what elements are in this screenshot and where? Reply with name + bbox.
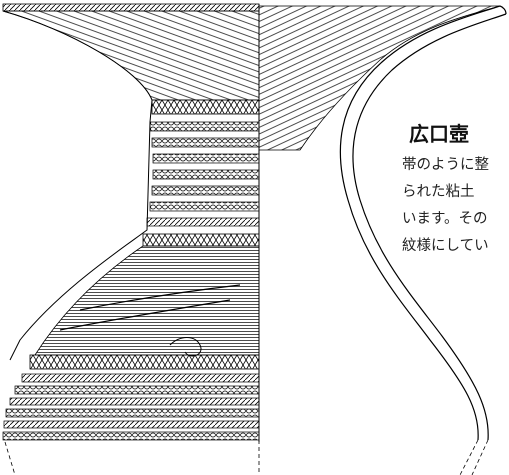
neck-bead-bands	[146, 121, 260, 227]
profile-inner	[352, 13, 507, 441]
neck-outline	[2, 10, 153, 361]
body-zigzag-band	[29, 354, 260, 370]
profile-outer	[339, 5, 501, 441]
description-line: います。その	[402, 211, 488, 227]
description-line: 紋様にしてい	[402, 238, 489, 254]
description-line: られた粘土	[402, 184, 475, 200]
neck-interior	[258, 5, 501, 151]
body-bands	[2, 373, 260, 441]
description-line: 帯のように整	[402, 157, 489, 173]
shoulder-zigzag-band	[142, 233, 260, 247]
rim-band	[2, 3, 260, 12]
vessel-title: 広口壺	[409, 122, 469, 146]
vessel-description: 帯のように整 られた粘土 います。その 紋様にしてい	[402, 152, 489, 260]
neck-zigzag-band	[151, 99, 260, 115]
